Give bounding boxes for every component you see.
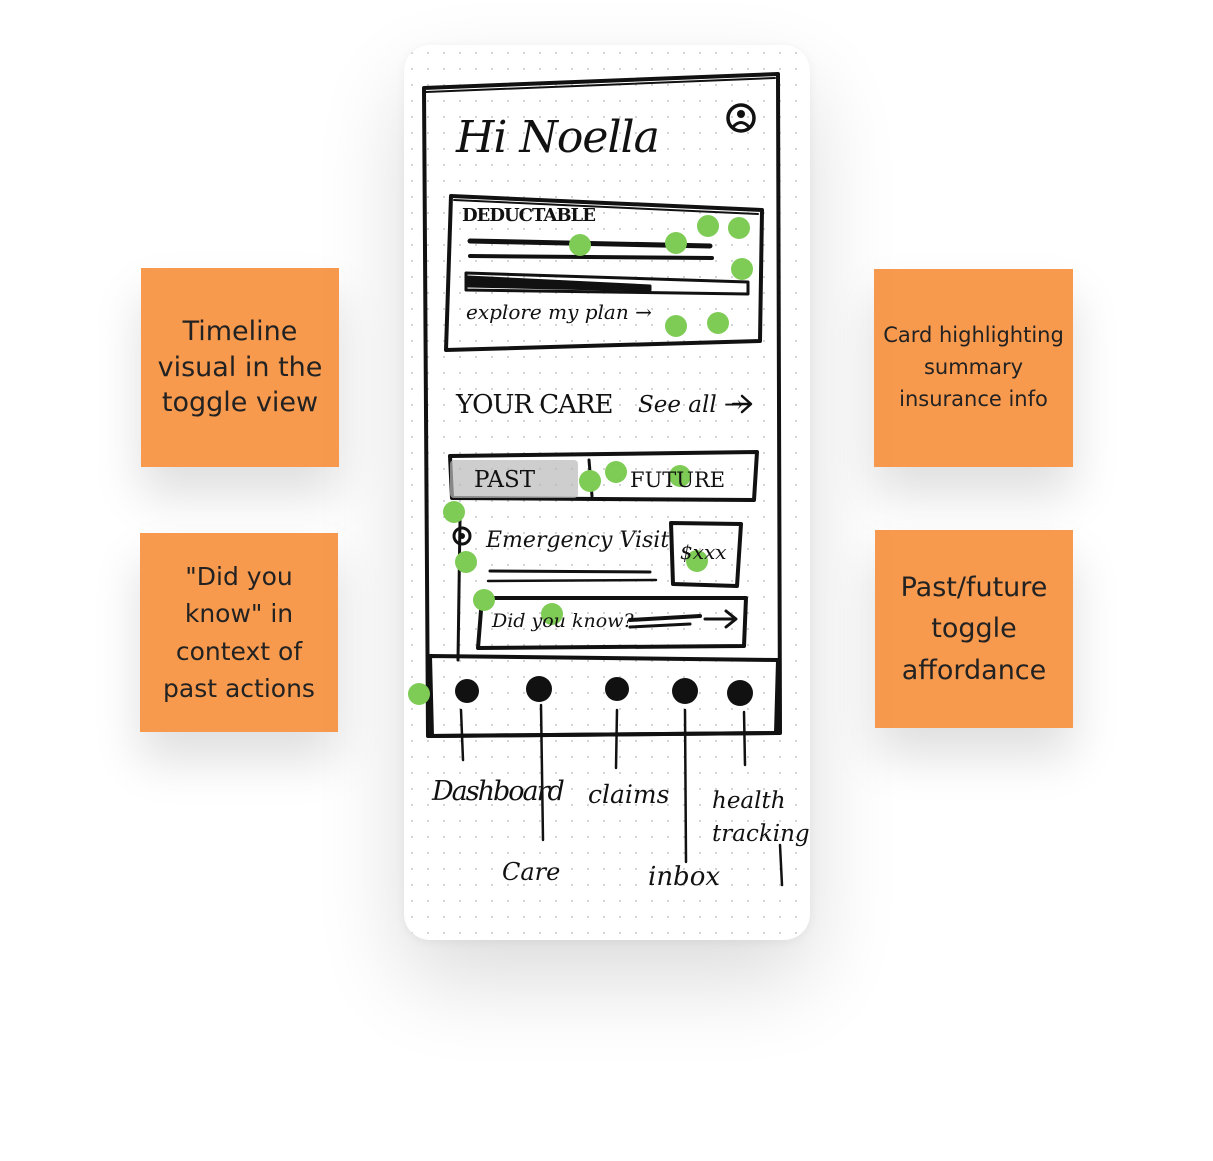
nav-label-dashboard: Dashboard bbox=[432, 776, 565, 807]
did-you-know-text[interactable]: Did you know? bbox=[492, 610, 634, 632]
sticky-note-timeline[interactable]: Timeline visual in the toggle view bbox=[141, 268, 339, 467]
price-label: $xxx bbox=[680, 540, 727, 564]
nav-label-claims: claims bbox=[588, 780, 670, 809]
deductible-label: DEDUCTABLE bbox=[462, 205, 596, 226]
nav-label-health-tracking-text: health tracking bbox=[712, 788, 810, 848]
nav-label-health-tracking: health tracking bbox=[712, 785, 810, 852]
sticky-note-text: "Did you know" in context of past action… bbox=[163, 561, 315, 704]
visit-title: Emergency Visit bbox=[486, 528, 670, 553]
sticky-note-text: Past/future toggle affordance bbox=[900, 572, 1048, 686]
explore-plan-link[interactable]: explore my plan → bbox=[466, 300, 652, 324]
nav-label-care: Care bbox=[502, 858, 561, 886]
see-all-link[interactable]: See all → bbox=[638, 392, 744, 418]
your-care-title: YOUR CARE bbox=[456, 390, 613, 420]
sticky-note-card[interactable]: Card highlighting summary insurance info bbox=[874, 269, 1073, 467]
greeting: Hi Noella bbox=[456, 112, 660, 163]
toggle-past-highlight bbox=[450, 460, 578, 498]
sticky-note-toggle[interactable]: Past/future toggle affordance bbox=[875, 530, 1073, 728]
sticky-note-did-you-know[interactable]: "Did you know" in context of past action… bbox=[140, 533, 338, 732]
toggle-past[interactable]: PAST bbox=[474, 467, 536, 493]
nav-label-inbox: inbox bbox=[648, 862, 721, 892]
sticky-note-text: Card highlighting summary insurance info bbox=[883, 323, 1064, 411]
sticky-note-text: Timeline visual in the toggle view bbox=[157, 316, 323, 419]
toggle-future[interactable]: FUTURE bbox=[630, 468, 726, 492]
